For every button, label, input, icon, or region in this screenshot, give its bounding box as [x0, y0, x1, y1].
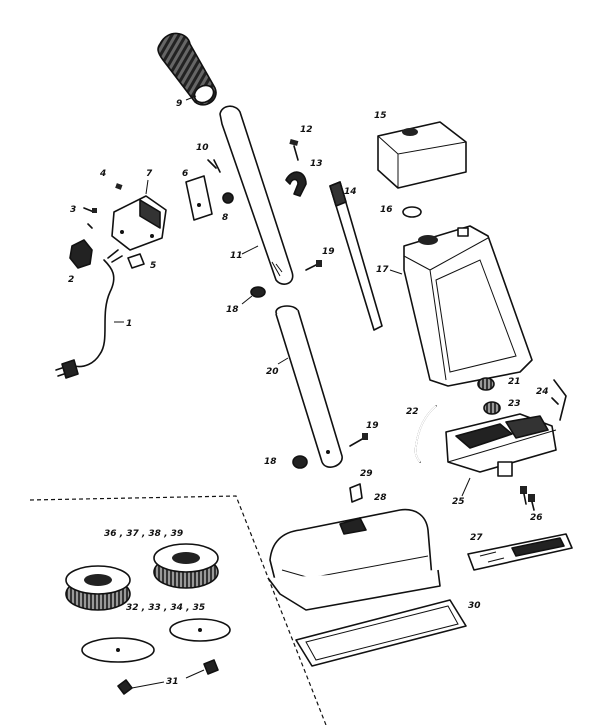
label-36: 36 , 37 , 38 , 39 [104, 529, 183, 539]
label-20: 20 [266, 367, 279, 377]
part-37-brush-right [153, 543, 219, 589]
part-11-upper-tube [219, 105, 294, 285]
part-18-knob-lower [292, 455, 308, 469]
part-20-lower-tube [275, 305, 343, 468]
label-19a: 19 [322, 247, 335, 257]
label-24: 24 [536, 387, 549, 397]
part-16-cap [402, 206, 422, 218]
part-30-tray [295, 599, 467, 667]
part-9-handle-grip [157, 32, 217, 106]
part-2-switch [69, 239, 93, 269]
label-22: 22 [406, 407, 419, 417]
part-33-pad-right [169, 618, 231, 642]
label-3: 3 [70, 205, 76, 215]
label-26: 26 [530, 513, 543, 523]
part-19-screw-upper [305, 260, 322, 271]
label-5: 5 [150, 261, 156, 271]
label-19b: 19 [366, 421, 379, 431]
part-29-latch [349, 483, 363, 503]
part-21-valve [477, 377, 495, 391]
label-6: 6 [182, 169, 188, 179]
part-13-cord-hook [285, 171, 307, 197]
part-22-hose [414, 405, 437, 463]
part-10-clip [207, 159, 221, 173]
label-28: 28 [374, 493, 387, 503]
part-31-drive-links [117, 659, 219, 695]
label-9: 9 [176, 99, 182, 109]
part-7-bracket [111, 195, 167, 251]
part-5-clamp [127, 253, 145, 269]
part-25-pump-housing [445, 413, 557, 477]
part-26-screws [520, 486, 535, 511]
part-8-nut [222, 192, 234, 204]
label-21: 21 [508, 377, 521, 387]
label-11: 11 [230, 251, 243, 261]
label-10: 10 [196, 143, 209, 153]
label-29: 29 [360, 469, 373, 479]
inset-border [29, 495, 327, 725]
label-2: 2 [68, 275, 74, 285]
label-18a: 18 [226, 305, 239, 315]
label-23: 23 [508, 399, 521, 409]
part-32-pad-left [81, 637, 155, 663]
part-24-spring-clip [551, 379, 567, 421]
part-15-tank-lid [377, 121, 467, 189]
part-17-solution-tank [403, 225, 533, 387]
part-27-strip [467, 533, 573, 571]
label-12: 12 [300, 125, 313, 135]
part-18-knob-upper [250, 286, 266, 298]
label-17: 17 [376, 265, 389, 275]
part-6-plate [185, 175, 213, 221]
label-14: 14 [344, 187, 357, 197]
part-28-base-housing [267, 508, 441, 611]
part-3-screw [83, 207, 97, 229]
part-19-screw-lower [349, 433, 368, 447]
label-31: 31 [166, 677, 179, 687]
label-30: 30 [468, 601, 481, 611]
label-8: 8 [222, 213, 228, 223]
label-16: 16 [380, 205, 393, 215]
part-4-screw [115, 183, 123, 190]
label-27: 27 [470, 533, 483, 543]
label-25: 25 [452, 497, 465, 507]
part-36-brush-left [65, 565, 131, 611]
part-23-valve-seat [483, 401, 501, 415]
part-1-power-cord [55, 249, 123, 379]
label-4: 4 [99, 169, 106, 179]
label-7: 7 [146, 169, 153, 179]
label-18b: 18 [264, 457, 277, 467]
label-13: 13 [310, 159, 323, 169]
label-15: 15 [374, 111, 387, 121]
part-12-screw [289, 139, 299, 161]
label-1: 1 [126, 319, 132, 329]
label-32: 32 , 33 , 34 , 35 [126, 603, 205, 613]
part-14-rod [329, 181, 383, 331]
